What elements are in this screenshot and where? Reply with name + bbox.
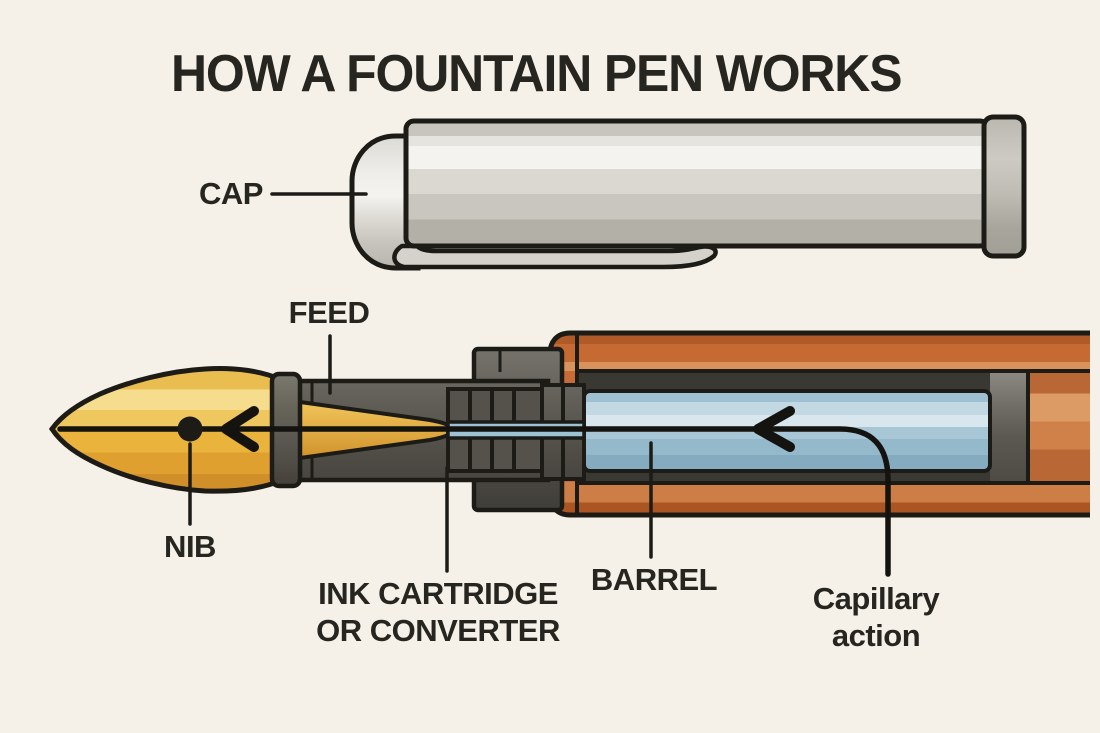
cap-body bbox=[403, 118, 991, 249]
label-capillary-action: Capillary action bbox=[812, 580, 940, 654]
label-ink-cartridge-line2: OR CONVERTER bbox=[316, 613, 560, 648]
ink-flow-arrow-icon bbox=[753, 406, 795, 452]
cap-end-band bbox=[981, 114, 1027, 259]
leader-lines bbox=[188, 192, 653, 573]
label-ink-cartridge-line1: INK CARTRIDGE bbox=[318, 576, 558, 611]
cap-clip bbox=[392, 243, 718, 270]
fin-separator-lines bbox=[468, 385, 565, 479]
label-capillary-line1: Capillary bbox=[812, 581, 940, 616]
section-step-bottom bbox=[471, 475, 565, 513]
cap-dome bbox=[349, 133, 421, 271]
ink-flow-line bbox=[57, 426, 891, 577]
cartridge-end-cap bbox=[990, 373, 1028, 481]
label-barrel: BARREL bbox=[590, 562, 718, 597]
breather-hole bbox=[177, 416, 203, 442]
diagram-title: HOW A FOUNTAIN PEN WORKS bbox=[171, 45, 903, 103]
label-feed: FEED bbox=[288, 295, 370, 330]
label-nib: NIB bbox=[164, 529, 216, 564]
label-cap: CAP bbox=[199, 176, 263, 211]
label-capillary-line2: action bbox=[831, 618, 921, 653]
pen-body-group bbox=[48, 330, 1090, 577]
ink-flow-arrow-icon bbox=[221, 406, 259, 452]
label-ink-cartridge: INK CARTRIDGE OR CONVERTER bbox=[316, 575, 560, 649]
cap-group bbox=[349, 114, 1027, 271]
